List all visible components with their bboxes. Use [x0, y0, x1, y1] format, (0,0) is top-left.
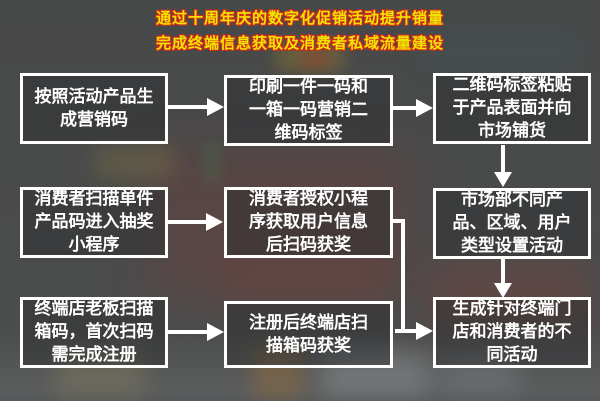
flow-box-label: 生成针对终端门店和消费者的不同活动	[452, 299, 572, 365]
flow-box-generate-targeted-activities: 生成针对终端门店和消费者的不同活动	[433, 297, 591, 368]
flow-box-marketing-set-activities: 市场部不同产品、区域、用户类型设置活动	[433, 188, 591, 259]
flow-box-store-owner-scan: 终端店老板扫描箱码，首次扫码需完成注册	[20, 297, 168, 368]
background-photo-blob	[95, 145, 175, 180]
flow-box-label: 二维码标签粘贴于产品表面并向市场铺货	[452, 75, 572, 141]
flow-box-label: 印刷一件一码和一箱一码营销二维码标签	[249, 77, 368, 143]
slide-title: 通过十周年庆的数字化促销活动提升销量 完成终端信息获取及消费者私域流量建设	[0, 6, 600, 56]
background-photo-blob	[203, 140, 221, 185]
flow-box-registered-store-scan: 注册后终端店扫描箱码获奖	[224, 301, 393, 368]
flow-box-apply-labels-distribute: 二维码标签粘贴于产品表面并向市场铺货	[433, 73, 591, 144]
flow-box-label: 终端店老板扫描箱码，首次扫码需完成注册	[34, 299, 154, 365]
flow-box-label: 市场部不同产品、区域、用户类型设置活动	[452, 190, 572, 256]
flow-box-label: 按照活动产品生成营销码	[34, 86, 154, 130]
background-photo-blob	[220, 258, 390, 303]
flow-box-label: 消费者授权小程序获取用户信息后扫码获奖	[249, 189, 368, 255]
slide-title-line-2: 完成终端信息获取及消费者私域流量建设	[155, 34, 444, 52]
flow-box-print-qr-labels: 印刷一件一码和一箱一码营销二维码标签	[224, 75, 393, 146]
flow-box-consumer-scan-item: 消费者扫描单件产品码进入抽奖小程序	[20, 187, 168, 258]
flow-box-generate-marketing-code: 按照活动产品生成营销码	[20, 73, 168, 144]
flow-box-consumer-authorize: 消费者授权小程序获取用户信息后扫码获奖	[224, 187, 393, 258]
flow-box-label: 注册后终端店扫描箱码获奖	[249, 312, 368, 356]
slide-title-line-1: 通过十周年庆的数字化促销活动提升销量	[155, 9, 444, 27]
flow-box-label: 消费者扫描单件产品码进入抽奖小程序	[34, 189, 154, 255]
